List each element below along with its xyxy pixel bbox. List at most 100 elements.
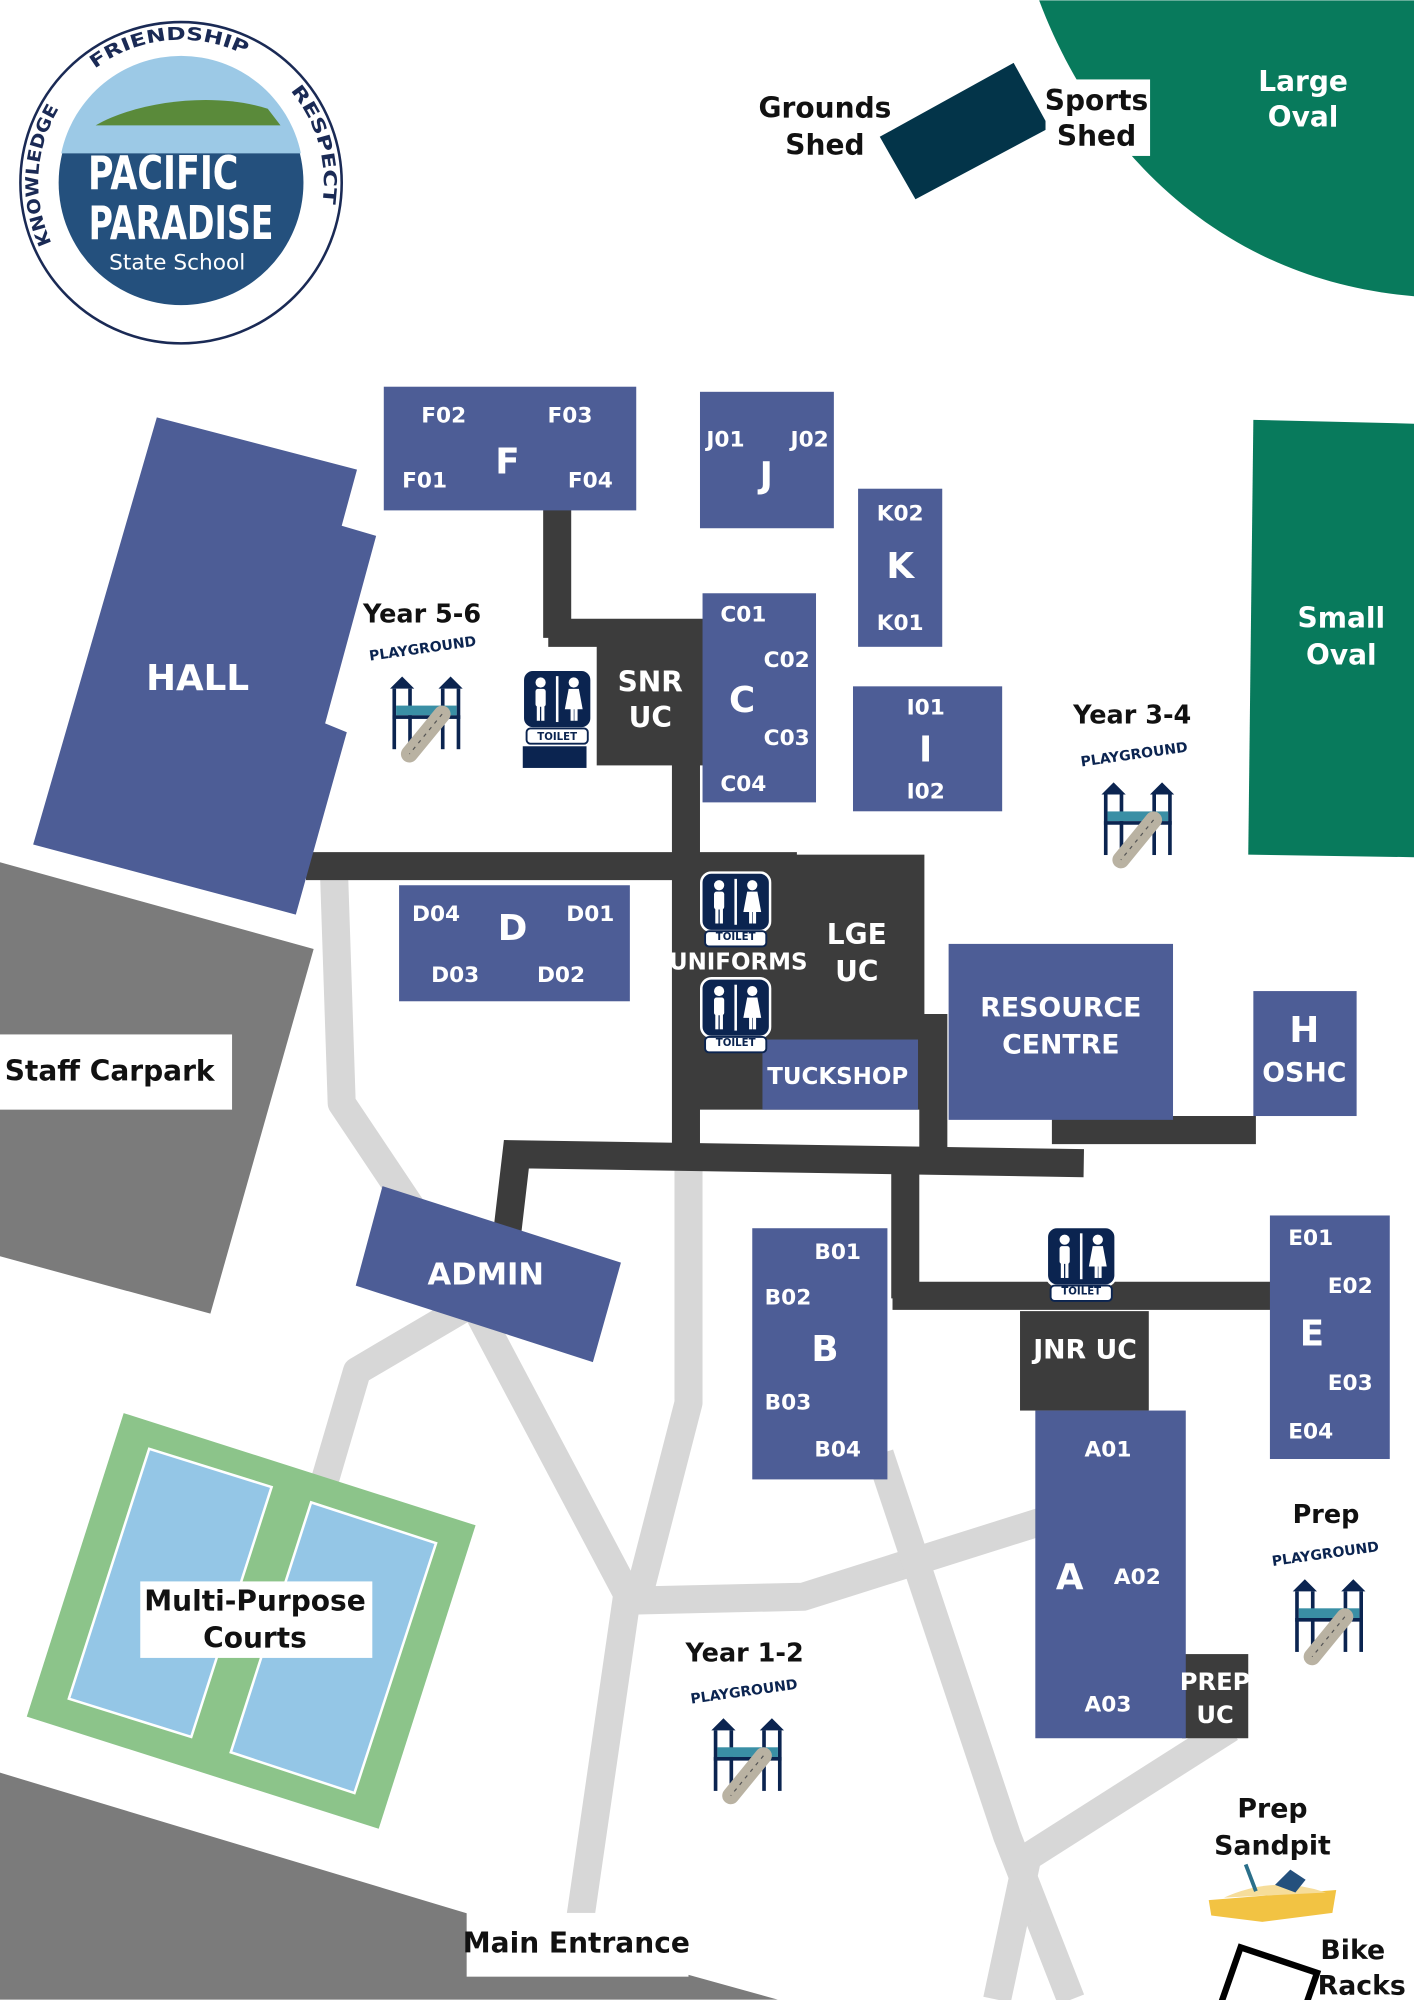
block-k [858, 488, 943, 647]
toilet-icon: TOILET [699, 977, 772, 1054]
block-e [1269, 1215, 1390, 1460]
room-a03: A03 [1085, 1692, 1132, 1717]
grounds-shed-building [879, 62, 1050, 200]
block-a [1035, 1410, 1186, 1739]
tuckshop-building [762, 1039, 919, 1110]
playground-icon: PLAYGROUND [368, 634, 477, 665]
uniforms-label: UNIFORMS [669, 949, 808, 975]
playground-label: Year 1-2 [685, 1639, 804, 1669]
room-j01: J01 [704, 428, 744, 453]
room-e03: E03 [1328, 1371, 1373, 1396]
playground-year-5-6: Year 5-6 PLAYGROUND [362, 600, 481, 754]
room-e01: E01 [1288, 1226, 1333, 1251]
room-d04: D04 [412, 902, 460, 927]
logo-line2: PARADISE [89, 196, 274, 250]
staff-carpark-label: Staff Carpark [5, 1054, 216, 1087]
playground-label: Year 3-4 [1072, 700, 1191, 730]
svg-text:TOILET: TOILET [716, 932, 756, 943]
block-c-label: C [729, 680, 755, 721]
playground-label: Prep [1293, 1500, 1360, 1530]
room-f01: F01 [402, 468, 447, 493]
resource-centre-building [948, 943, 1174, 1120]
logo-line1: PACIFIC [88, 146, 238, 200]
room-e02: E02 [1328, 1274, 1373, 1299]
room-f04: F04 [568, 468, 613, 493]
jnr-uc-building [1020, 1311, 1149, 1411]
room-b03: B03 [765, 1390, 812, 1415]
bike-racks-outline [1218, 1943, 1322, 2000]
room-k02: K02 [877, 502, 924, 527]
road [0, 1772, 778, 2000]
room-b01: B01 [814, 1240, 861, 1265]
room-c03: C03 [764, 726, 810, 751]
snr-uc-building [596, 621, 704, 766]
room-e04: E04 [1288, 1420, 1333, 1445]
playground-year-3-4: Year 3-4 PLAYGROUND [1072, 700, 1191, 860]
room-i01: I01 [907, 695, 945, 720]
block-i [852, 686, 1003, 812]
room-c04: C04 [720, 772, 766, 797]
room-c02: C02 [764, 648, 810, 673]
sandpit-icon [1208, 1863, 1337, 1922]
playground-icon: PLAYGROUND [690, 1677, 799, 1708]
jnr-uc-label: JNR UC [1031, 1334, 1137, 1365]
block-f-label: F [495, 441, 519, 482]
room-i02: I02 [907, 780, 945, 805]
admin-building [355, 1186, 621, 1363]
playground-label: Year 5-6 [362, 600, 481, 630]
room-a01: A01 [1085, 1437, 1132, 1462]
playground-icon: PLAYGROUND [1080, 740, 1189, 771]
toilet-icon: TOILET [521, 668, 593, 745]
logo-line3: State School [109, 250, 245, 275]
room-b04: B04 [814, 1437, 861, 1462]
block-a-label: A [1056, 1557, 1084, 1598]
svg-text:TOILET: TOILET [716, 1038, 756, 1049]
admin-label: ADMIN [428, 1257, 545, 1292]
block-c [702, 593, 817, 803]
room-f02: F02 [421, 403, 466, 428]
room-b02: B02 [765, 1286, 812, 1311]
main-entrance-label: Main Entrance [463, 1926, 690, 1959]
playground-year-1-2: Year 1-2 PLAYGROUND [685, 1639, 804, 1796]
large-oval [1039, 0, 1414, 297]
toilet-icon: TOILET [1045, 1225, 1117, 1303]
hall-label: HALL [146, 658, 249, 699]
playground-prep: Prep PLAYGROUND [1271, 1500, 1380, 1657]
room-d03: D03 [431, 963, 479, 988]
room-d02: D02 [537, 963, 585, 988]
prep-uc-building [1181, 1654, 1249, 1739]
svg-text:TOILET: TOILET [537, 732, 577, 743]
svg-text:TOILET: TOILET [1061, 1287, 1101, 1298]
playground-icon: PLAYGROUND [1271, 1539, 1380, 1570]
block-e-label: E [1300, 1314, 1324, 1355]
room-j02: J02 [789, 428, 829, 453]
block-h [1253, 991, 1357, 1117]
block-j-label: J [758, 455, 773, 496]
block-b-label: B [811, 1329, 838, 1370]
block-d [399, 885, 630, 1002]
room-a02: A02 [1114, 1565, 1161, 1590]
tuckshop-label: TUCKSHOP [767, 1064, 908, 1090]
hall-building [33, 417, 377, 915]
block-i-label: I [919, 730, 932, 771]
school-logo: KNOWLEDGE FRIENDSHIP RESPECT PACIFIC PAR… [19, 20, 343, 345]
small-oval [1248, 419, 1414, 858]
block-k-label: K [886, 546, 915, 587]
room-f03: F03 [547, 403, 592, 428]
block-b [752, 1228, 888, 1480]
block-j [699, 391, 834, 529]
block-d-label: D [498, 908, 528, 949]
room-d01: D01 [566, 902, 614, 927]
toilet-icon: TOILET [699, 871, 772, 948]
